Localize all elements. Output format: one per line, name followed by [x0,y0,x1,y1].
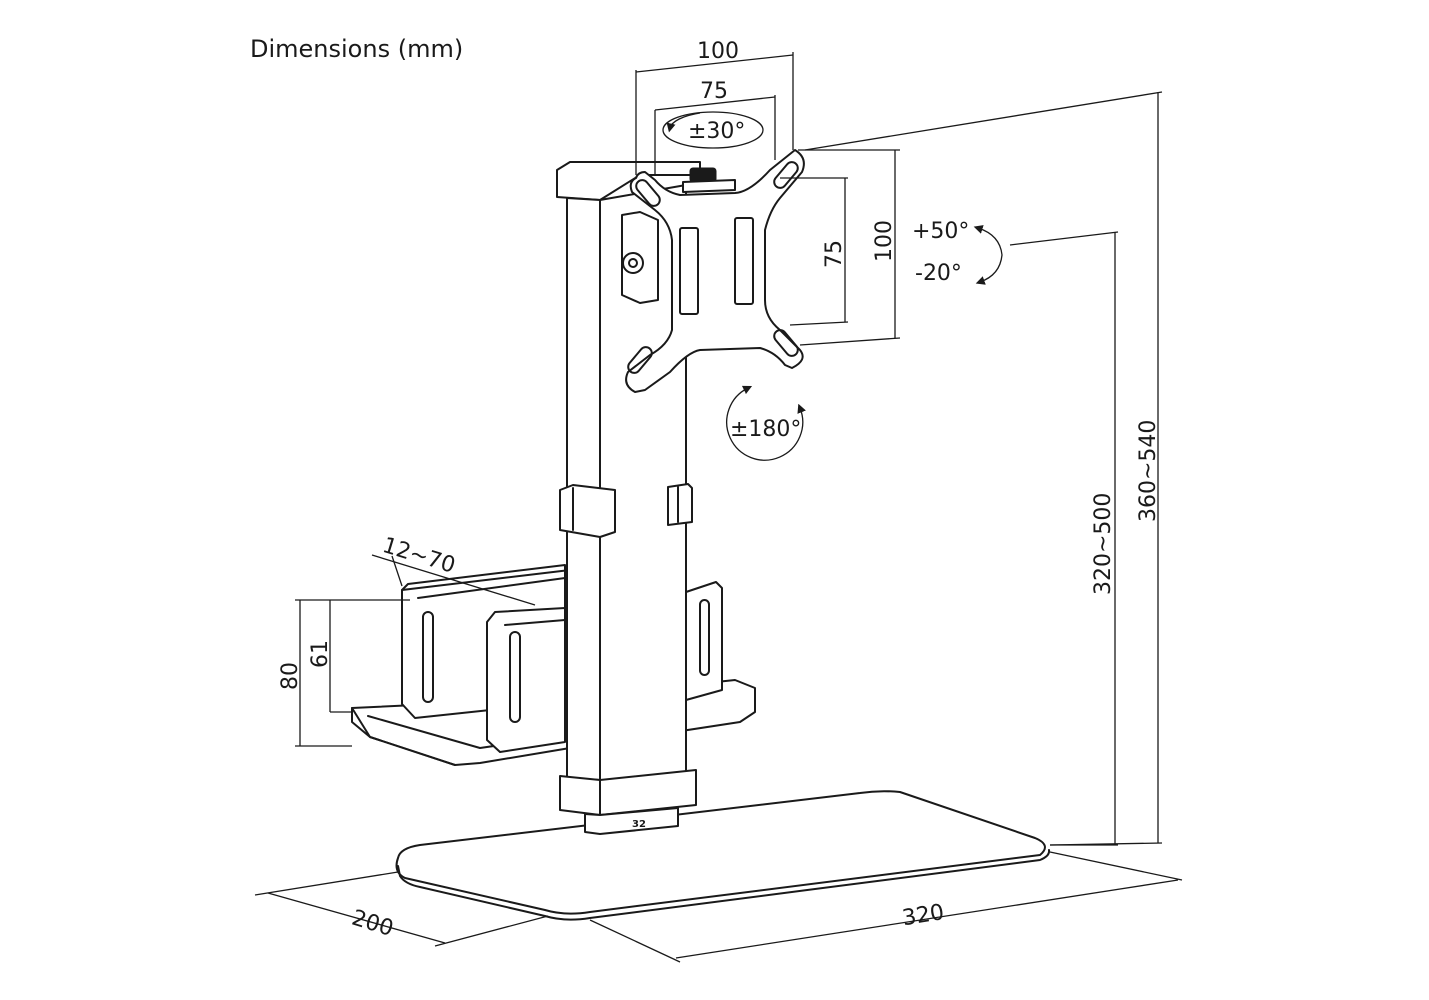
swivel-indicator: ±30° [662,111,764,149]
holder-width-label: 12~70 [380,533,458,579]
pole: 32 [556,161,701,835]
vesa-outer-height-label: 100 [872,220,897,262]
tilt-indicator: +50° -20° [912,219,1003,286]
vesa-plate [621,149,805,393]
vesa-height-dimension: 75 100 [780,149,901,346]
swivel-label: ±30° [688,119,745,144]
base-plate [395,790,1051,921]
base-width-label: 320 [901,900,946,931]
diagram-title: Dimensions (mm) [250,35,463,63]
vesa-width-dimension: 100 75 [635,39,794,175]
rotation-indicator: ±180° [726,385,806,461]
vesa-inner-width-label: 75 [700,79,728,104]
rotation-label: ±180° [730,417,801,442]
mount-height-label: 320~500 [1091,493,1116,595]
tilt-down-label: -20° [915,261,962,286]
vesa-inner-height-label: 75 [822,240,847,268]
holder-inner-height-label: 61 [308,640,333,668]
base-depth-label: 200 [349,906,396,942]
cpu-holder [351,564,756,766]
holder-outer-height-label: 80 [278,662,303,690]
tilt-up-label: +50° [912,219,969,244]
total-height-label: 360~540 [1136,420,1161,522]
vesa-outer-width-label: 100 [697,39,739,64]
holder-height-dimension: 80 61 [278,599,410,747]
height-dimensions: 320~500 360~540 [804,91,1163,846]
pole-size-marker: 32 [632,819,646,830]
